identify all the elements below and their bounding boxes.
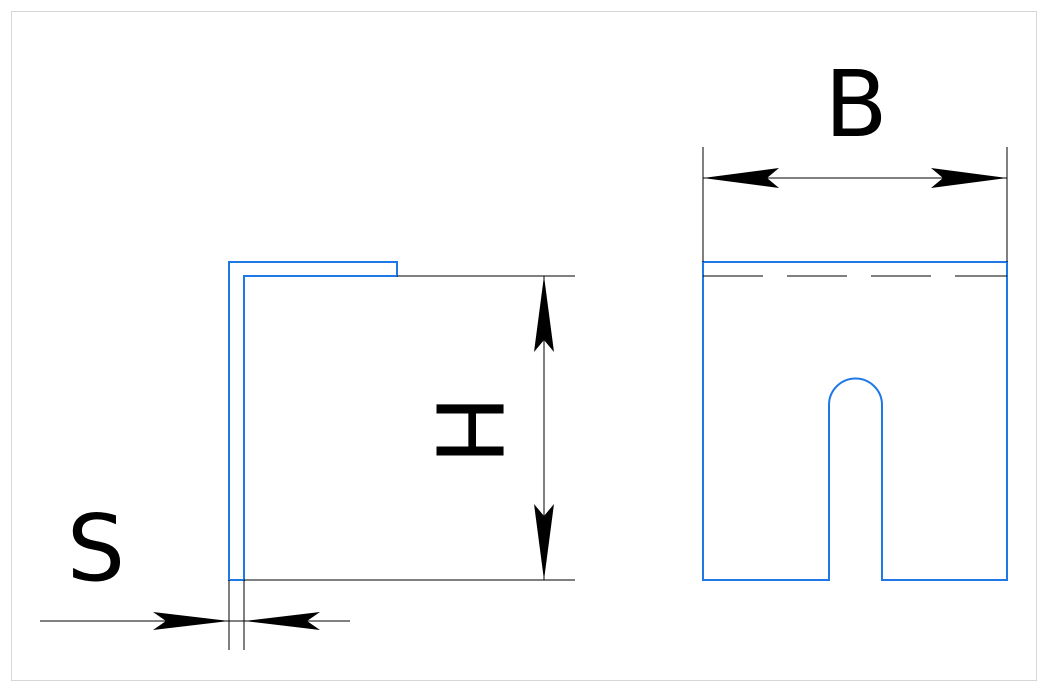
side-view-profile <box>228 261 398 581</box>
thickness-arrow-right <box>244 612 320 630</box>
drawing-frame <box>11 11 1037 681</box>
thickness-arrow-left <box>153 612 229 630</box>
width-arrow-left <box>703 168 779 188</box>
front-view-outline <box>702 261 1008 581</box>
height-arrow-top <box>534 276 554 352</box>
side-view: H S <box>40 261 575 650</box>
width-label: B <box>824 51 887 158</box>
height-label: H <box>415 395 522 464</box>
height-arrow-bottom <box>534 504 554 580</box>
thickness-label: S <box>67 495 125 602</box>
width-arrow-right <box>931 168 1007 188</box>
front-view: B <box>702 51 1008 581</box>
